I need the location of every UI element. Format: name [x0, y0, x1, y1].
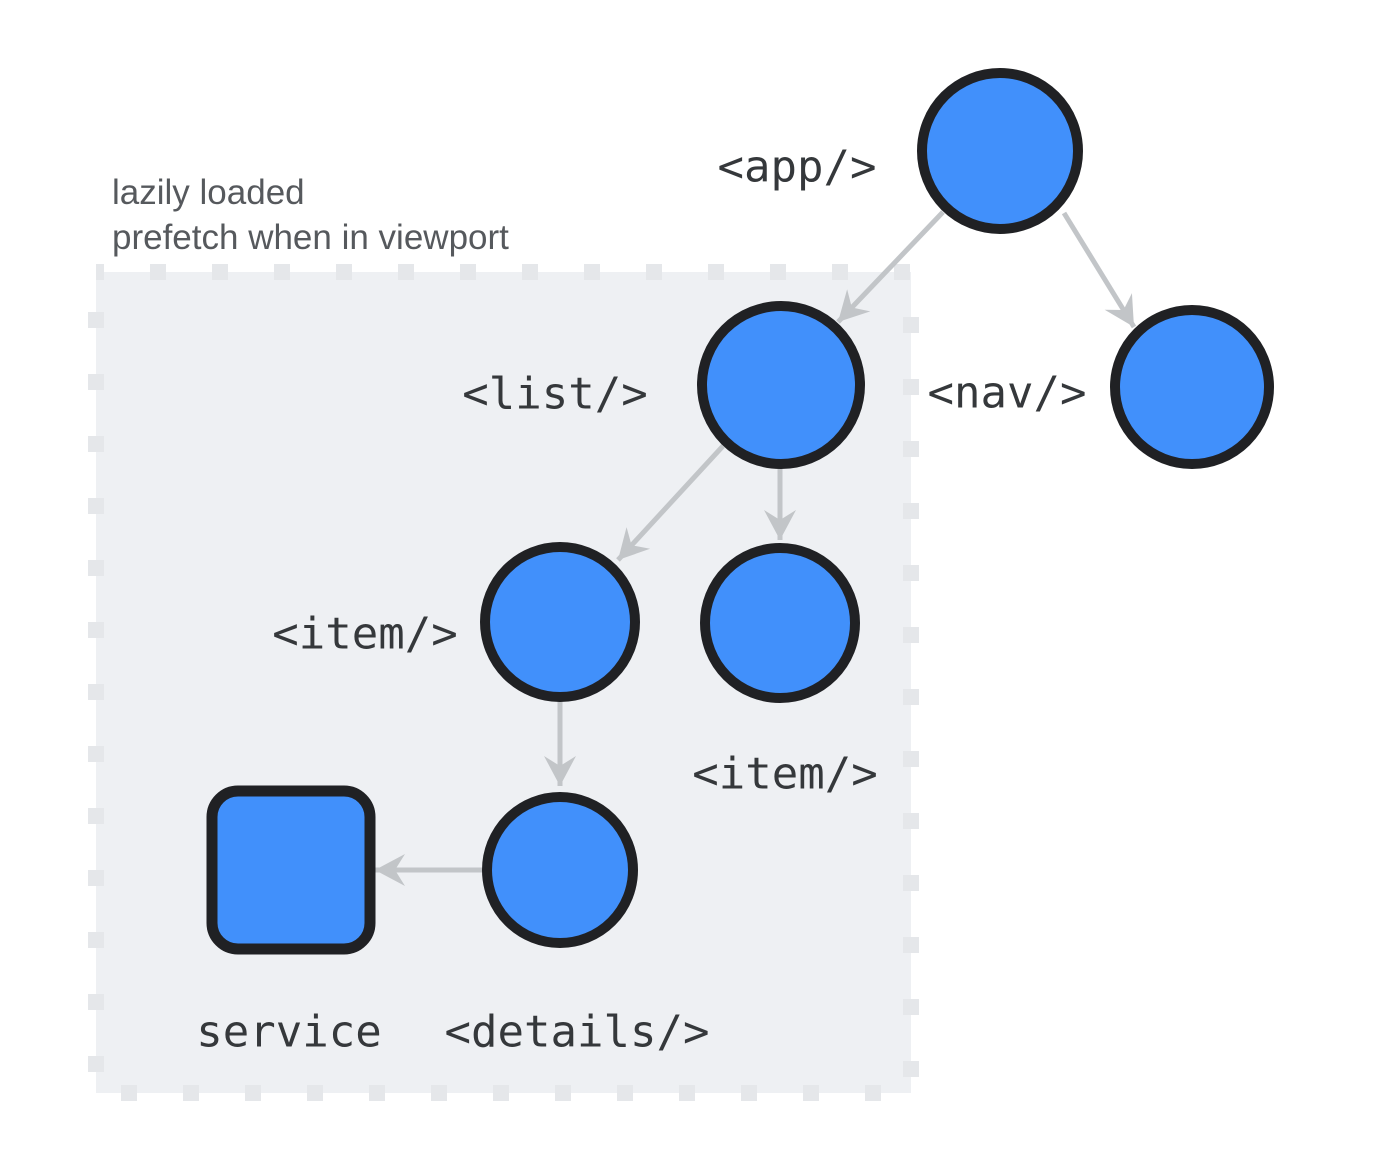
list-node-label: <list/> [462, 368, 648, 420]
item-node-2 [700, 543, 860, 703]
details-node-label: <details/> [444, 1006, 710, 1058]
lazy-annotation: lazily loaded prefetch when in viewport [112, 170, 509, 260]
nav-node-label: <nav/> [927, 367, 1087, 419]
service-node-label: service [196, 1006, 382, 1058]
app-node-label: <app/> [717, 141, 877, 193]
item-node-1-label: <item/> [272, 608, 458, 660]
nodes-group [206, 68, 1274, 955]
edge-list-to-item-1 [616, 444, 725, 562]
list-node [697, 301, 865, 469]
service-node [206, 785, 376, 955]
annotation-line-2: prefetch when in viewport [112, 218, 509, 257]
item-node-1 [480, 542, 640, 702]
nav-node [1110, 305, 1274, 469]
edge-app-to-list [836, 210, 945, 324]
edge-app-to-nav [1061, 211, 1137, 329]
annotation-line-1: lazily loaded [112, 173, 305, 212]
app-node [917, 68, 1083, 234]
item-node-2-label: <item/> [692, 748, 878, 800]
edges-group [375, 210, 1137, 886]
details-node [482, 792, 638, 948]
